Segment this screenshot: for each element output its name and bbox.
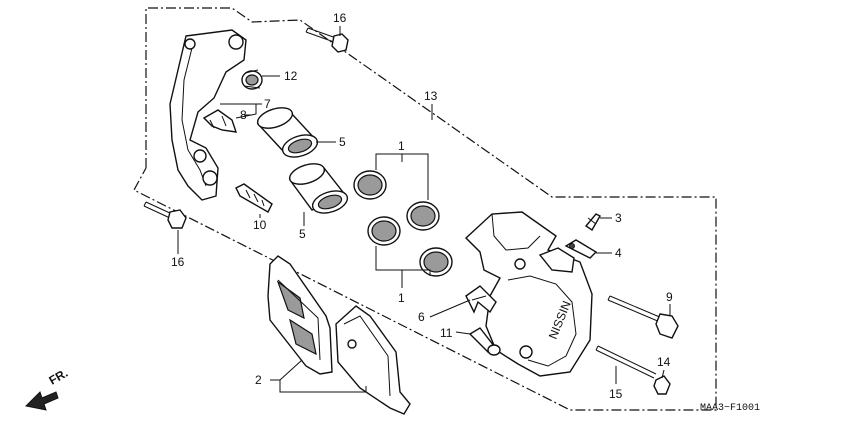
callout-4: 4: [615, 246, 622, 260]
pad-retainer-6: [465, 285, 497, 314]
pin-15: [595, 345, 657, 379]
boot-12: [241, 69, 263, 90]
callout-2: 2: [255, 373, 262, 387]
callout-16-top: 16: [333, 11, 347, 25]
callout-9: 9: [666, 290, 673, 304]
piston-seals-1: [353, 170, 453, 277]
bolt-16-left: [143, 201, 187, 229]
front-direction-arrow: FR.: [24, 366, 71, 411]
caliper-body: NISSIN: [464, 211, 593, 377]
brake-pad-right: [335, 305, 411, 415]
pin-10: [235, 183, 273, 213]
callout-8: 8: [240, 108, 247, 122]
piston-5-upper: [256, 107, 319, 158]
plug-14: [653, 375, 671, 395]
callout-labels: 16 12 7 8 5 5 13 1 1 10 16 3 4 6 11 9 14…: [171, 11, 673, 401]
pad-spring-7-8: [202, 109, 238, 133]
callout-6: 6: [418, 310, 425, 324]
caliper-bracket: [169, 29, 247, 201]
callout-12: 12: [284, 69, 298, 83]
brake-pad-left: [267, 255, 333, 375]
callout-1-upper: 1: [398, 139, 405, 153]
callout-7: 7: [264, 97, 271, 111]
diagram-code: MAA3−F1001: [700, 403, 760, 414]
callout-3: 3: [615, 211, 622, 225]
bleeder-cap-4: [564, 239, 598, 259]
bolt-16-top: [305, 27, 349, 53]
callout-10: 10: [253, 218, 267, 232]
callout-5-lower: 5: [299, 227, 306, 241]
callout-13: 13: [424, 89, 438, 103]
piston-5-lower: [288, 163, 349, 214]
callout-15: 15: [609, 387, 623, 401]
callout-14: 14: [657, 355, 671, 369]
pin-bolt-9: [607, 295, 679, 339]
bleeder-11: [468, 327, 501, 356]
direction-label: FR.: [47, 366, 71, 388]
callout-11: 11: [440, 326, 453, 340]
callout-16-left: 16: [171, 255, 185, 269]
callout-5-upper: 5: [339, 135, 346, 149]
assembly-boundary: [133, 7, 717, 411]
leader-lines: [177, 26, 671, 393]
bleeder-valve-3: [584, 213, 601, 231]
callout-1-lower: 1: [398, 291, 405, 305]
